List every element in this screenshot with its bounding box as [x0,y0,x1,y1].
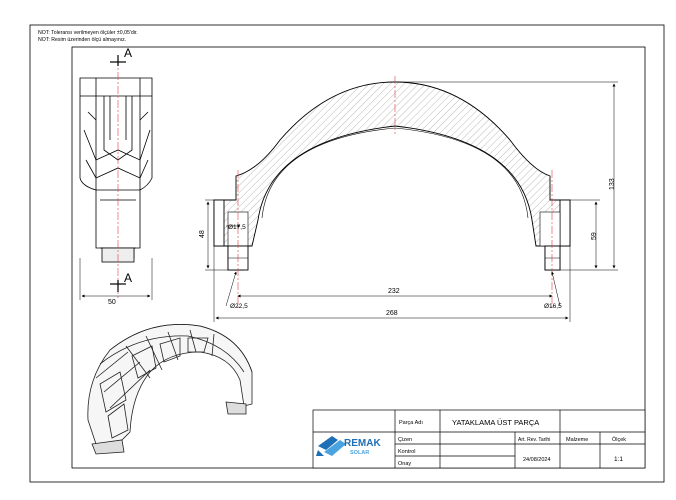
section-mark-top: A [124,46,132,60]
control-label: Kontrol [398,449,415,455]
measure-note: NOT: Resim üzerinden ölçü almayınız. [38,37,127,43]
section-view [213,76,571,310]
material-label: Malzeme [566,437,588,443]
dim-overall-width: 268 [386,310,398,317]
logo-main-text: REMAK [344,438,381,449]
dim-pin-left: Ø22,5 [230,303,248,310]
part-name: YATAKLAMA ÜST PARÇA [452,418,539,427]
dim-overall-height: 133 [609,178,616,190]
dim-pin-right: Ø16,5 [544,303,562,310]
revision-label: Art. Rev. Tarihi [518,437,550,443]
isometric-view [87,324,253,455]
approve-label: Onay [398,461,411,467]
revision-date: 24/08/2024 [523,457,551,463]
dim-leg-height: 59 [591,232,598,240]
logo-sub-text: SOLAR [350,450,369,456]
dim-bore-left: Ø17,5 [228,224,246,231]
dim-side-width: 50 [108,299,116,306]
side-view [79,55,153,300]
title-block [312,409,646,469]
section-dimensions [205,81,618,322]
remak-logo [316,436,346,456]
dim-inner-span: 232 [388,288,400,295]
dim-height-left: 48 [199,230,206,238]
scale-value: 1:1 [614,456,623,463]
drawn-label: Çizen [398,437,412,443]
section-mark-bottom: A [124,271,132,285]
outer-border [29,24,665,483]
scale-label: Ölçek [612,436,626,443]
tolerance-note: NOT: Toleransı verilmeyen ölçüler ±0,05'… [38,30,138,36]
part-name-label: Parça Adı [399,420,423,426]
